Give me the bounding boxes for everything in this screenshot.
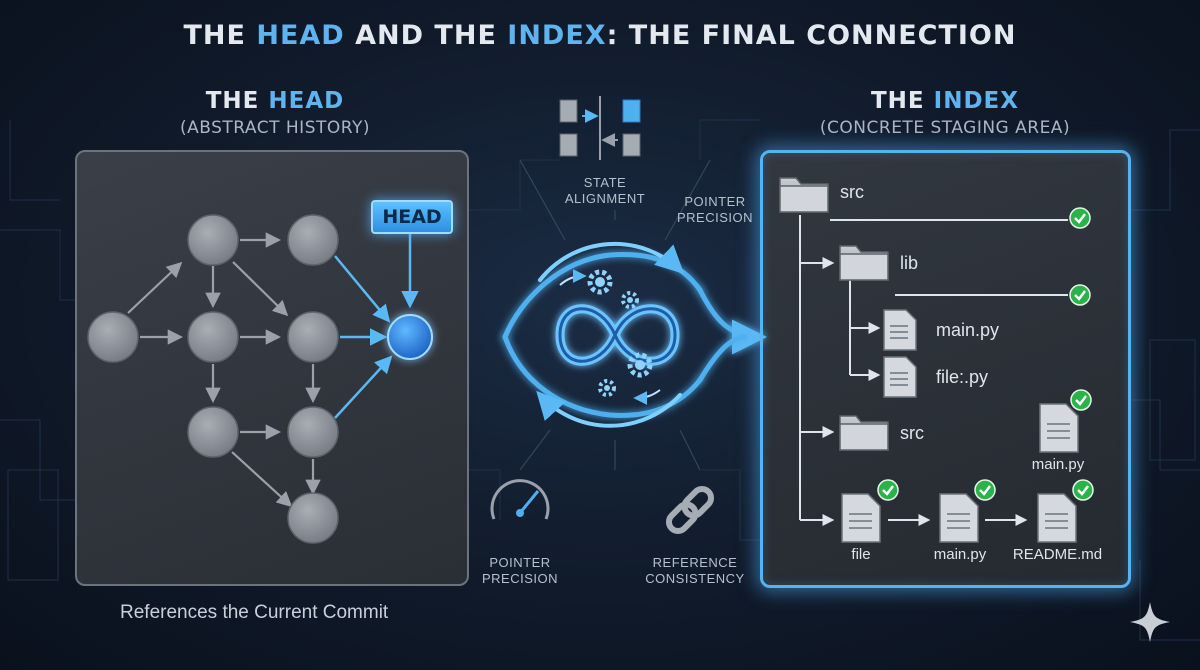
head-caption: References the Current Commit (120, 602, 389, 623)
tree-folder-src: src (840, 182, 864, 202)
chain-link-icon (665, 485, 715, 535)
file-icon (883, 356, 917, 398)
commit-node (87, 311, 139, 363)
commit-node (187, 311, 239, 363)
file-icon (939, 493, 979, 543)
commit-node (287, 492, 339, 544)
check-icon (877, 479, 899, 501)
tree-folder-lib: lib (900, 253, 919, 273)
file-icon (1039, 403, 1079, 453)
index-section-heading: THE INDEX (CONCRETE STAGING AREA) (819, 88, 1071, 138)
gear-icon (598, 379, 616, 397)
check-icon (1072, 479, 1094, 501)
commit-node (287, 214, 339, 266)
check-icon (1069, 207, 1091, 229)
check-icon (974, 479, 996, 501)
state-alignment-icon (559, 96, 641, 160)
gear-icon (627, 352, 653, 378)
commit-node (187, 214, 239, 266)
check-icon (1070, 389, 1092, 411)
file-icon (883, 309, 917, 351)
gear-icon (621, 291, 639, 309)
commit-graph-edges (127, 232, 321, 508)
sparkle-icon (1130, 602, 1170, 642)
file-icon (1037, 493, 1077, 543)
gear-icon (587, 269, 613, 295)
commit-node (287, 406, 339, 458)
head-commit-node (387, 314, 433, 360)
page-title: THE HEAD AND THE INDEX: THE FINAL CONNEC… (183, 20, 1017, 51)
tree-file-main-py: main.py (936, 320, 1000, 340)
tree-lines (799, 215, 1068, 526)
commit-node (287, 311, 339, 363)
speedometer-icon (490, 479, 550, 520)
tree-file-main-py-3: main.py (933, 546, 987, 563)
file-icon (841, 493, 881, 543)
folder-icon (779, 177, 829, 213)
head-pointer-tag: HEAD (371, 200, 453, 234)
tree-folder-src-inner: src (900, 423, 924, 443)
commit-node (187, 406, 239, 458)
tree-file-main-py-2: main.py (1031, 456, 1085, 473)
tree-file-file: file (851, 546, 871, 563)
folder-icon (839, 415, 889, 451)
tree-file-file-py: file:.py (936, 367, 989, 387)
tree-file-readme: README.md (1012, 546, 1103, 563)
commit-nodes (87, 214, 433, 544)
folder-icon (839, 245, 889, 281)
check-badges (877, 207, 1094, 501)
check-icon (1069, 284, 1091, 306)
head-section-heading: THE HEAD (ABSTRACT HISTORY) (179, 88, 370, 138)
connection-flow (429, 241, 767, 428)
head-commit-edges (334, 232, 419, 419)
